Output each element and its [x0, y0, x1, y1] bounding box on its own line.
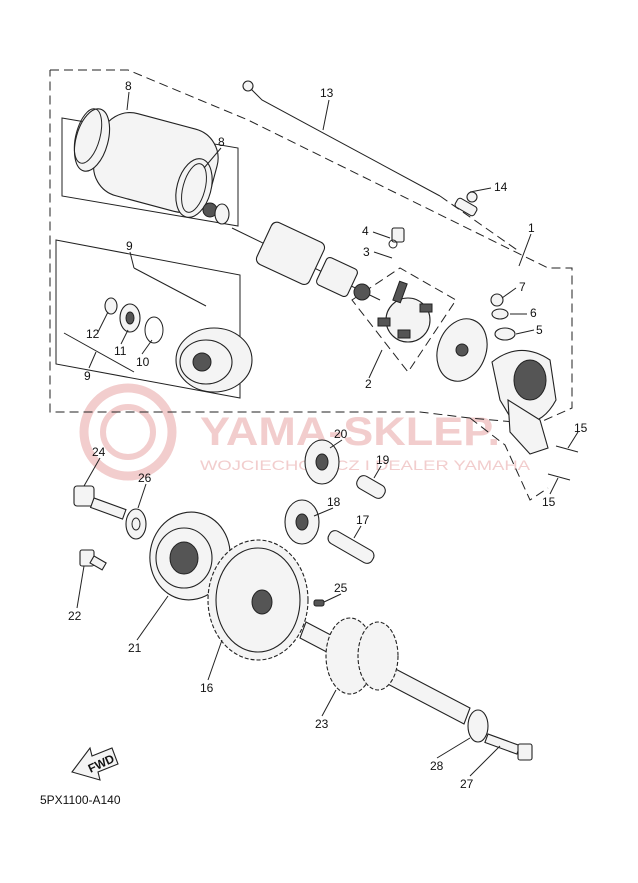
callout-24: 24	[92, 445, 106, 459]
leader-lines	[76, 91, 579, 777]
callout-3: 3	[363, 245, 370, 259]
o-ring-8-front	[181, 163, 207, 213]
callout-17: 17	[356, 513, 370, 527]
callout-14: 14	[494, 180, 508, 194]
terminal-bolt-part	[388, 227, 405, 249]
callout-5: 5	[536, 323, 543, 337]
bolt-27-part	[484, 733, 533, 761]
o-ring-10	[144, 316, 164, 344]
shaft-19-part	[356, 475, 386, 499]
idler-gear-20-part	[304, 439, 340, 485]
fwd-direction-icon: FWD	[71, 746, 119, 781]
armature-part	[231, 221, 381, 301]
starter-yoke-part	[73, 108, 219, 218]
watermark: YAMA-SKLEP. WOJCIECHOWICZ I DEALER YAMAH…	[79, 383, 531, 481]
callout-12: 12	[86, 327, 100, 341]
shaft-17-part	[327, 530, 375, 564]
nut-7-part	[490, 293, 504, 307]
callouts: 8 13 8 14 1 4 9 3 7 6 12 5 11 10 9 2 15 …	[68, 79, 588, 791]
watermark-text: YAMA-SKLEP.	[200, 410, 500, 454]
callout-4: 4	[362, 224, 369, 238]
callout-18: 18	[327, 495, 341, 509]
bolt-24-part	[73, 485, 127, 520]
starter-clutch-21-part	[149, 511, 231, 601]
lead-wire-part	[242, 80, 478, 217]
callout-8-front: 8	[218, 135, 225, 149]
woodruff-key-25-part	[313, 599, 325, 607]
washer-28-part	[467, 709, 489, 743]
callout-21: 21	[128, 641, 142, 655]
circlip-12-part	[104, 297, 118, 315]
screw-15-upper	[555, 445, 579, 453]
o-ring-8-rear	[73, 108, 103, 164]
starter-clutch-boundary	[469, 417, 549, 501]
callout-28: 28	[430, 759, 444, 773]
bolt-9-upper	[133, 267, 207, 307]
starter-motor-boundary	[49, 69, 573, 425]
idler-gear-11-part	[119, 303, 141, 333]
callout-13: 13	[320, 86, 334, 100]
shaft-gear-23-part	[299, 617, 471, 725]
starter-rear-housing-part	[491, 349, 557, 455]
starter-front-cover-part	[175, 327, 253, 393]
callout-11: 11	[114, 344, 127, 358]
callout-23: 23	[315, 717, 329, 731]
bolt-9-lower	[63, 332, 135, 373]
rear-cover-plate-part	[436, 318, 488, 382]
screw-15-lower	[547, 473, 571, 481]
watermark-subtext: WOJCIECHOWICZ I DEALER YAMAHA	[200, 457, 531, 473]
screw-22-part	[79, 549, 107, 571]
washer-5-part	[494, 327, 516, 341]
callout-15-lower: 15	[542, 495, 556, 509]
callout-8-rear: 8	[125, 79, 132, 93]
washer-6-part	[491, 308, 509, 320]
callout-25: 25	[334, 581, 348, 595]
brush-holder-group-box	[351, 267, 457, 373]
callout-6: 6	[530, 306, 537, 320]
callout-26: 26	[138, 471, 152, 485]
callout-16: 16	[200, 681, 214, 695]
idler-gear-18-part	[284, 499, 320, 545]
callout-15-upper: 15	[574, 421, 588, 435]
callout-9-lower: 9	[84, 369, 91, 383]
washer-26-part	[125, 508, 147, 540]
callout-22: 22	[68, 609, 82, 623]
callout-7: 7	[519, 280, 526, 294]
brush-holder-part	[377, 280, 433, 343]
watermark-logo-inner	[100, 404, 156, 460]
assembly-outline	[49, 69, 573, 501]
starter-wheel-gear-16-part	[207, 539, 309, 661]
callout-10: 10	[136, 355, 150, 369]
callout-20: 20	[334, 427, 348, 441]
callout-27: 27	[460, 777, 474, 791]
diagram-code: 5PX1100-A140	[40, 793, 121, 807]
callout-2: 2	[365, 377, 372, 391]
watermark-logo	[79, 383, 177, 481]
lead-wire-leader	[439, 195, 521, 253]
callout-9-upper: 9	[126, 239, 133, 253]
callout-19: 19	[376, 453, 390, 467]
front-cover-group-box	[55, 239, 241, 399]
callout-1: 1	[528, 221, 535, 235]
washer-part	[214, 203, 230, 225]
